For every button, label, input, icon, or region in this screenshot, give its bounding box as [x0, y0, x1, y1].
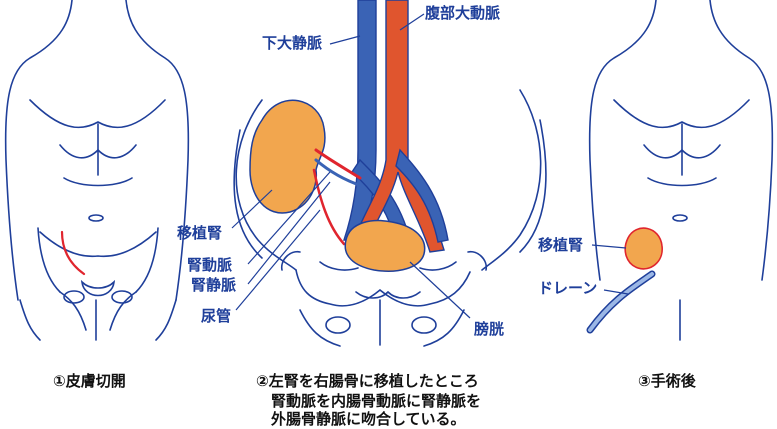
- caption-transplant-line3: 外腸骨静脈に吻合している。: [271, 410, 466, 428]
- caption-transplant-line2: 腎動脈を内腸骨動脈に腎静脈を: [271, 392, 482, 410]
- label-drain: ドレーン: [538, 279, 598, 297]
- label-renal-vein: 腎静脈: [191, 276, 237, 294]
- transplanted-kidney: [249, 99, 326, 214]
- bladder: [344, 219, 426, 272]
- label-aorta: 腹部大動脈: [425, 4, 501, 22]
- label-renal-artery: 腎動脈: [187, 256, 233, 274]
- blood-vessels: [343, 0, 449, 253]
- pelvis-outline: [233, 89, 547, 347]
- leader-lines: [231, 13, 471, 319]
- kidney-after-surgery: [624, 227, 663, 270]
- caption-transplant-line1: ②左腎を右腸骨に移植したところ: [256, 372, 479, 390]
- incision-line: [60, 230, 86, 276]
- label-ivc: 下大静脈: [262, 34, 323, 52]
- label-bladder: 膀胱: [474, 320, 505, 338]
- label-ureter: 尿管: [201, 307, 232, 325]
- caption-after-surgery: ③手術後: [638, 372, 696, 390]
- torso-after-surgery: [588, 0, 774, 341]
- label-kidney-after: 移植腎: [538, 236, 584, 254]
- label-transplanted-kidney: 移植腎: [177, 224, 223, 242]
- torso-before-surgery: [4, 0, 190, 341]
- renal-vessels: [312, 148, 364, 246]
- caption-skin-incision: ①皮膚切開: [53, 372, 126, 390]
